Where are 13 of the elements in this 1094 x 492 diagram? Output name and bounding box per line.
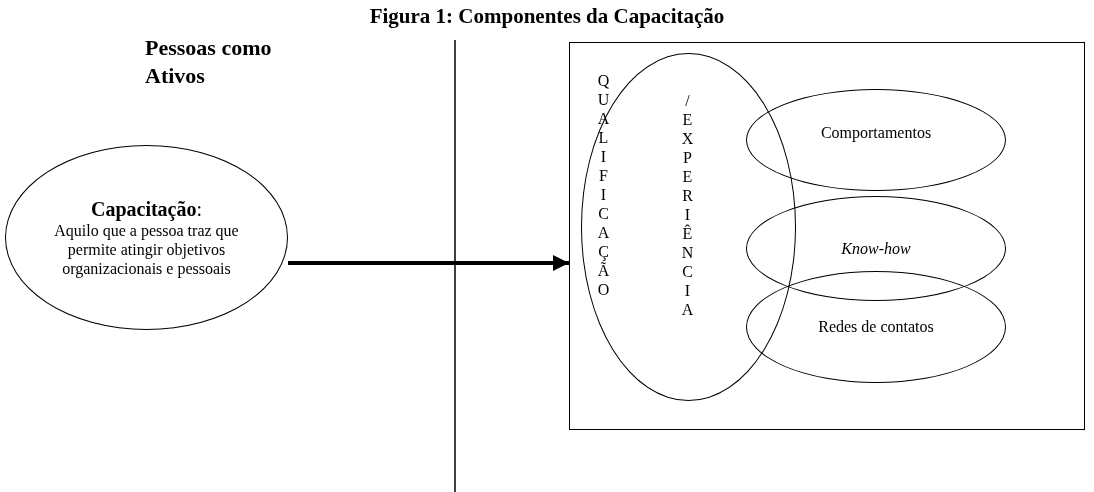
definition-ellipse <box>5 145 288 330</box>
node-label: Redes de contatos <box>818 318 934 336</box>
vertical-text: /EXPERIÊNCIA <box>678 92 696 320</box>
heading-label: Pessoas como Ativos <box>145 34 273 90</box>
node-label: Comportamentos <box>820 124 932 142</box>
component-ellipse <box>746 196 1006 301</box>
figure-title: Figura 1: Componentes da Capacitação <box>368 4 726 29</box>
components-box <box>569 42 1085 430</box>
node-description: Aquilo que a pessoa traz que permite atingir objetivos organizacionais e pessoais <box>53 221 240 278</box>
vertical-text: QUALIFICAÇÃO <box>594 72 612 300</box>
node-label: Know-how <box>841 239 911 258</box>
arrow <box>288 255 569 271</box>
node-heading: Capacitação: <box>90 197 203 221</box>
